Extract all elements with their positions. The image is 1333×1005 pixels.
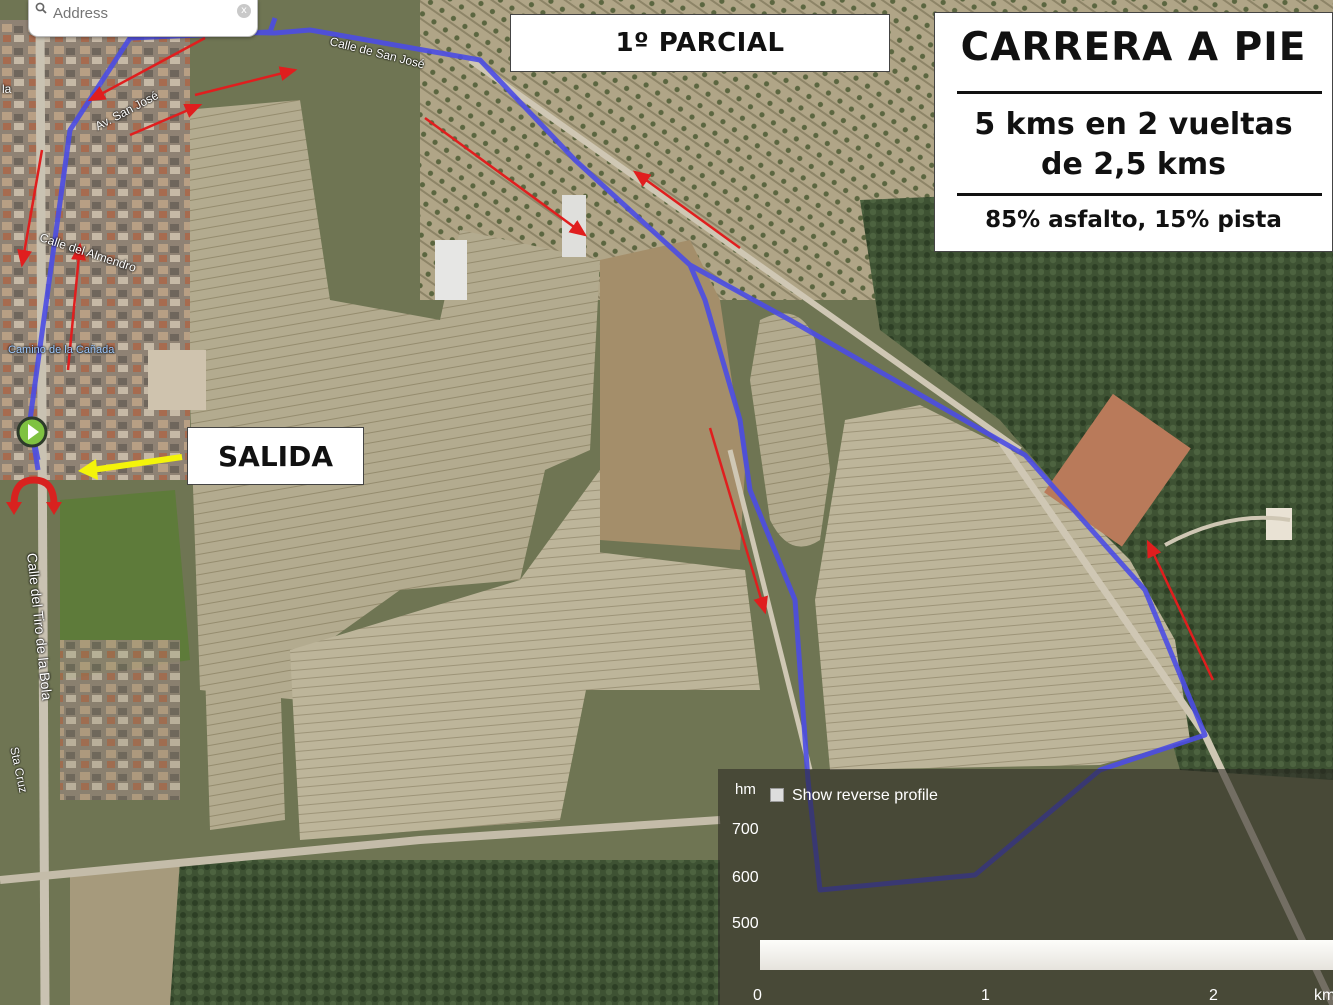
profile-elevation-fill <box>760 940 1333 970</box>
divider-1 <box>957 91 1322 94</box>
start-label-text: SALIDA <box>217 439 333 473</box>
track-northeast <box>468 57 1022 453</box>
road-main-west <box>35 19 50 1005</box>
farm-building <box>1044 393 1191 547</box>
forest-south <box>160 860 720 1005</box>
race-distance-line2: de 2,5 kms <box>1041 147 1226 182</box>
race-distance: 5 kms en 2 vueltas de 2,5 kms <box>935 105 1332 185</box>
race-info-box: CARRERA A PIE 5 kms en 2 vueltas de 2,5 k… <box>934 12 1333 252</box>
race-title: CARRERA A PIE <box>960 25 1307 70</box>
town-block-south <box>60 640 180 800</box>
profile-ytick-600: 600 <box>732 869 759 886</box>
direction-arrows <box>17 36 1215 681</box>
profile-ytick-700: 700 <box>732 821 759 838</box>
address-search-box[interactable]: x <box>28 0 258 37</box>
clear-icon[interactable]: x <box>237 4 251 18</box>
uturn-arrowhead-icon <box>6 502 22 515</box>
profile-xtick-2: 2 <box>1209 987 1218 1004</box>
profile-ytick-500: 500 <box>732 915 759 932</box>
profile-unit-x: km <box>1314 987 1333 1004</box>
divider-2 <box>957 193 1322 196</box>
field-small-south <box>205 670 285 830</box>
street-label-camino: Camino de la Cañada <box>8 344 115 356</box>
start-marker[interactable] <box>16 416 48 448</box>
green-meadow-west <box>60 490 190 680</box>
warehouse <box>148 350 206 410</box>
field-large-east <box>815 405 1190 770</box>
house-east <box>1266 508 1292 540</box>
uturn-arrowhead2-icon <box>46 502 62 515</box>
field-central <box>330 230 600 640</box>
track-east-house <box>1164 515 1291 547</box>
track-mid <box>727 449 813 771</box>
reverse-profile-checkbox[interactable] <box>770 788 784 802</box>
address-input[interactable] <box>53 0 243 26</box>
parcial-text: 1º PARCIAL <box>615 28 785 58</box>
race-distance-line1: 5 kms en 2 vueltas <box>974 107 1293 142</box>
profile-unit-y: hm <box>735 781 756 798</box>
start-pointer-arrowhead <box>78 459 98 480</box>
uturn-icon <box>10 476 58 506</box>
field-oval <box>750 313 830 547</box>
start-label: SALIDA <box>187 427 364 485</box>
elevation-profile-panel: hm Show reverse profile 700 600 500 0 1 … <box>718 769 1333 1005</box>
barn-roof <box>435 240 467 300</box>
bare-ground-southwest <box>70 860 180 1005</box>
profile-xtick-0: 0 <box>753 987 762 1004</box>
field-southwest <box>580 550 760 690</box>
parcial-label: 1º PARCIAL <box>510 14 890 72</box>
road-south <box>0 816 721 884</box>
street-label-la: la <box>2 82 12 96</box>
field-south-central <box>290 470 600 840</box>
field-central-west <box>185 100 330 700</box>
race-surface: 85% asfalto, 15% pista <box>985 207 1282 233</box>
search-icon <box>35 2 47 14</box>
reverse-profile-label[interactable]: Show reverse profile <box>792 787 938 804</box>
profile-xtick-1: 1 <box>981 987 990 1004</box>
start-pointer-arrow <box>91 454 183 473</box>
